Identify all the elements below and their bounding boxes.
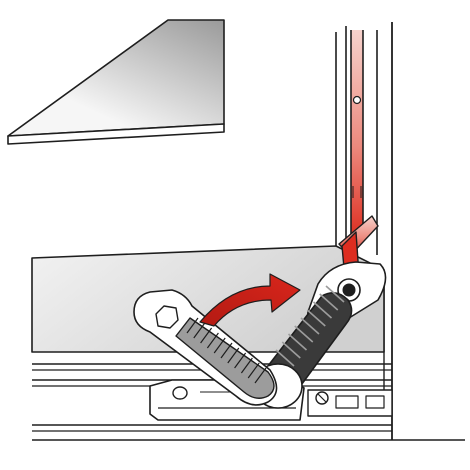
- handle-ridge: [213, 337, 226, 354]
- screw-icon: [315, 391, 329, 405]
- handle-ridge: [287, 333, 308, 351]
- espagnolette-plate: [307, 389, 393, 417]
- handle-hex-socket: [155, 305, 179, 329]
- window-handle-open-icon: [133, 289, 278, 406]
- handle-ridge: [186, 317, 199, 334]
- handle-ridge: [319, 293, 339, 311]
- handle-ridge: [294, 325, 314, 343]
- handle-ridge: [306, 309, 326, 327]
- handle-ridge: [220, 342, 233, 359]
- handle-ridge: [275, 349, 295, 367]
- handle-ridge: [247, 362, 260, 379]
- handle-ridge: [193, 322, 206, 339]
- handle-ridge: [254, 367, 267, 384]
- curved-arrow-icon: [199, 273, 301, 327]
- handle-ridge: [300, 317, 320, 335]
- handle-ridge: [200, 327, 213, 344]
- handle-ridge: [312, 301, 333, 319]
- handle-ridge: [206, 332, 219, 349]
- handle-ridge: [240, 357, 253, 374]
- locking-rod-icon: [338, 30, 379, 291]
- screw-hole-left: [172, 386, 188, 400]
- window-sill: [31, 245, 385, 353]
- handle-ridge: [234, 352, 247, 369]
- window-pane: [7, 19, 225, 145]
- handle-ridge: [325, 285, 345, 303]
- handle-ridge: [281, 341, 301, 359]
- handle-ridge: [227, 347, 240, 364]
